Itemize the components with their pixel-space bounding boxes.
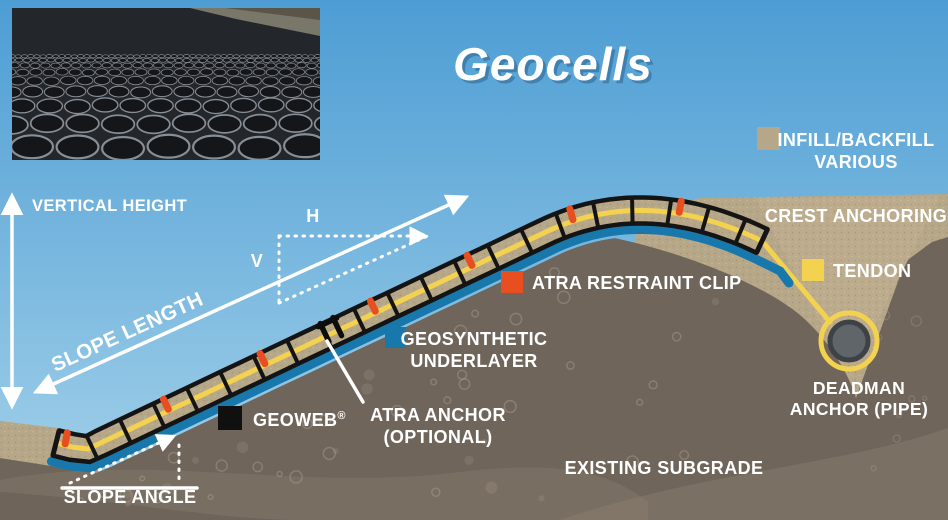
atra-anchor-label-line1: ATRA ANCHOR — [370, 405, 506, 425]
underlayer-label-line2: UNDERLAYER — [410, 351, 537, 371]
deadman-pipe — [828, 320, 870, 362]
geocell-photo-inset — [0, 8, 347, 160]
tendon-swatch — [802, 259, 824, 281]
crest-anchoring-label: CREST ANCHORING — [765, 206, 947, 226]
cell-divider — [632, 198, 633, 224]
vertical-height-label: VERTICAL HEIGHT — [32, 197, 187, 215]
geoweb-swatch — [218, 406, 242, 430]
underlayer-label-line1: GEOSYNTHETIC — [401, 329, 548, 349]
slope-angle-label: SLOPE ANGLE — [64, 487, 197, 507]
page-title: Geocells — [453, 38, 653, 90]
v-label: V — [251, 251, 263, 271]
infill-label-line2: VARIOUS — [814, 152, 897, 172]
deadman-label-line2: ANCHOR (PIPE) — [790, 399, 928, 419]
existing-subgrade-label: EXISTING SUBGRADE — [565, 458, 764, 478]
atra-clip-label: ATRA RESTRAINT CLIP — [532, 273, 742, 293]
infill-label-line1: INFILL/BACKFILL — [778, 130, 935, 150]
tendon-label: TENDON — [833, 261, 911, 281]
deadman-label-line1: DEADMAN — [813, 378, 905, 398]
atra-anchor-label-line2: (OPTIONAL) — [384, 427, 493, 447]
h-label: H — [306, 206, 319, 226]
atra-clip-swatch — [501, 271, 523, 293]
geoweb-label: GEOWEB® — [253, 410, 346, 430]
